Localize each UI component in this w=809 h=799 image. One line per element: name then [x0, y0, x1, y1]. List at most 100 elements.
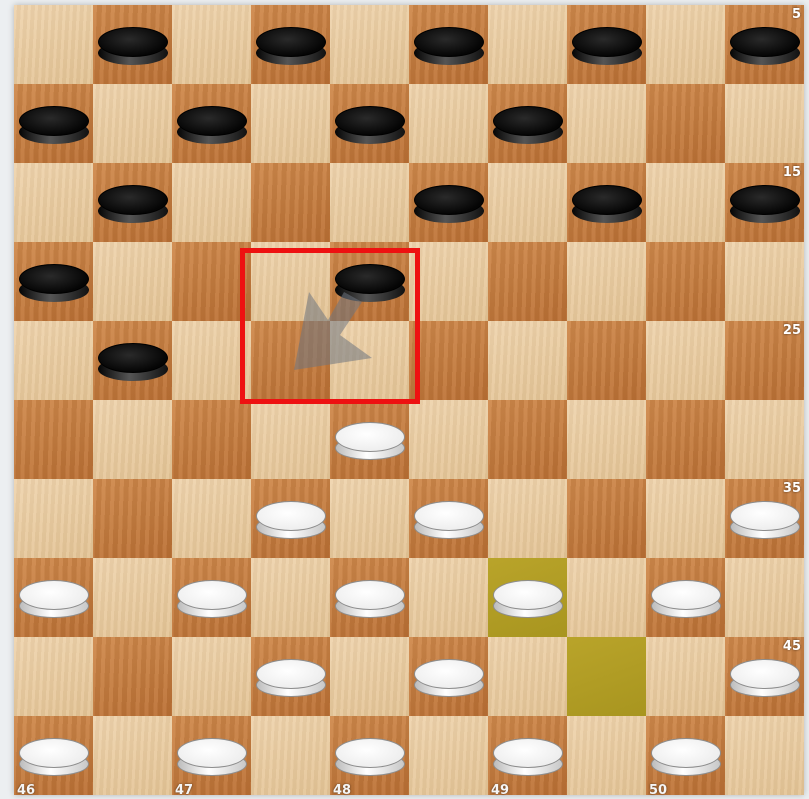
white-piece[interactable]	[256, 659, 326, 699]
square-12[interactable]	[251, 163, 330, 242]
square-17[interactable]	[172, 242, 251, 321]
black-piece[interactable]	[256, 27, 326, 67]
square-45[interactable]: 45	[725, 637, 804, 716]
light-square	[172, 163, 251, 242]
black-piece[interactable]	[335, 264, 405, 304]
light-square	[251, 400, 330, 479]
square-8[interactable]	[330, 84, 409, 163]
square-36[interactable]	[14, 558, 93, 637]
square-31[interactable]	[93, 479, 172, 558]
light-square	[725, 716, 804, 795]
square-43[interactable]	[409, 637, 488, 716]
black-piece[interactable]	[19, 264, 89, 304]
light-square	[14, 479, 93, 558]
white-piece[interactable]	[730, 659, 800, 699]
white-piece[interactable]	[493, 580, 563, 620]
light-square	[330, 163, 409, 242]
square-37[interactable]	[172, 558, 251, 637]
black-piece[interactable]	[572, 27, 642, 67]
black-piece[interactable]	[730, 185, 800, 225]
square-29[interactable]	[488, 400, 567, 479]
white-piece[interactable]	[493, 738, 563, 778]
square-9[interactable]	[488, 84, 567, 163]
square-50[interactable]: 50	[646, 716, 725, 795]
square-7[interactable]	[172, 84, 251, 163]
square-6[interactable]	[14, 84, 93, 163]
square-32[interactable]	[251, 479, 330, 558]
square-22[interactable]	[251, 321, 330, 400]
square-48[interactable]: 48	[330, 716, 409, 795]
square-16[interactable]	[14, 242, 93, 321]
square-5[interactable]: 5	[725, 5, 804, 84]
square-20[interactable]	[646, 242, 725, 321]
white-piece[interactable]	[414, 659, 484, 699]
black-piece[interactable]	[98, 343, 168, 383]
square-28[interactable]	[330, 400, 409, 479]
black-piece[interactable]	[730, 27, 800, 67]
white-piece[interactable]	[256, 501, 326, 541]
white-piece[interactable]	[335, 580, 405, 620]
square-4[interactable]	[567, 5, 646, 84]
white-piece[interactable]	[651, 738, 721, 778]
square-42[interactable]	[251, 637, 330, 716]
square-46[interactable]: 46	[14, 716, 93, 795]
white-piece[interactable]	[651, 580, 721, 620]
light-square	[172, 5, 251, 84]
checkers-board: 5 15 25 35 45 46 47 48 49 50	[14, 5, 804, 795]
light-square	[488, 163, 567, 242]
square-33[interactable]	[409, 479, 488, 558]
square-26[interactable]	[14, 400, 93, 479]
square-3[interactable]	[409, 5, 488, 84]
square-10[interactable]	[646, 84, 725, 163]
square-47[interactable]: 47	[172, 716, 251, 795]
white-piece[interactable]	[730, 501, 800, 541]
white-piece[interactable]	[335, 738, 405, 778]
black-piece[interactable]	[414, 27, 484, 67]
black-piece[interactable]	[335, 106, 405, 146]
square-34[interactable]	[567, 479, 646, 558]
light-square	[646, 321, 725, 400]
light-square	[251, 242, 330, 321]
square-21[interactable]	[93, 321, 172, 400]
white-piece[interactable]	[19, 738, 89, 778]
square-23[interactable]	[409, 321, 488, 400]
white-piece[interactable]	[177, 738, 247, 778]
square-14[interactable]	[567, 163, 646, 242]
black-piece[interactable]	[98, 27, 168, 67]
square-11[interactable]	[93, 163, 172, 242]
square-41[interactable]	[93, 637, 172, 716]
light-square	[14, 163, 93, 242]
square-27[interactable]	[172, 400, 251, 479]
light-square	[330, 5, 409, 84]
light-square	[409, 242, 488, 321]
white-piece[interactable]	[177, 580, 247, 620]
square-2[interactable]	[251, 5, 330, 84]
square-30[interactable]	[646, 400, 725, 479]
square-1[interactable]	[93, 5, 172, 84]
square-44[interactable]	[567, 637, 646, 716]
black-piece[interactable]	[493, 106, 563, 146]
square-39[interactable]	[488, 558, 567, 637]
black-piece[interactable]	[98, 185, 168, 225]
square-24[interactable]	[567, 321, 646, 400]
white-piece[interactable]	[335, 422, 405, 462]
light-square	[14, 321, 93, 400]
square-18[interactable]	[330, 242, 409, 321]
square-35[interactable]: 35	[725, 479, 804, 558]
square-40[interactable]	[646, 558, 725, 637]
black-piece[interactable]	[414, 185, 484, 225]
square-38[interactable]	[330, 558, 409, 637]
square-19[interactable]	[488, 242, 567, 321]
black-piece[interactable]	[19, 106, 89, 146]
white-piece[interactable]	[19, 580, 89, 620]
square-49[interactable]: 49	[488, 716, 567, 795]
white-piece[interactable]	[414, 501, 484, 541]
square-13[interactable]	[409, 163, 488, 242]
black-piece[interactable]	[572, 185, 642, 225]
light-square	[14, 637, 93, 716]
square-number-label: 45	[783, 639, 801, 654]
square-25[interactable]: 25	[725, 321, 804, 400]
square-number-label: 47	[175, 783, 193, 798]
square-15[interactable]: 15	[725, 163, 804, 242]
black-piece[interactable]	[177, 106, 247, 146]
